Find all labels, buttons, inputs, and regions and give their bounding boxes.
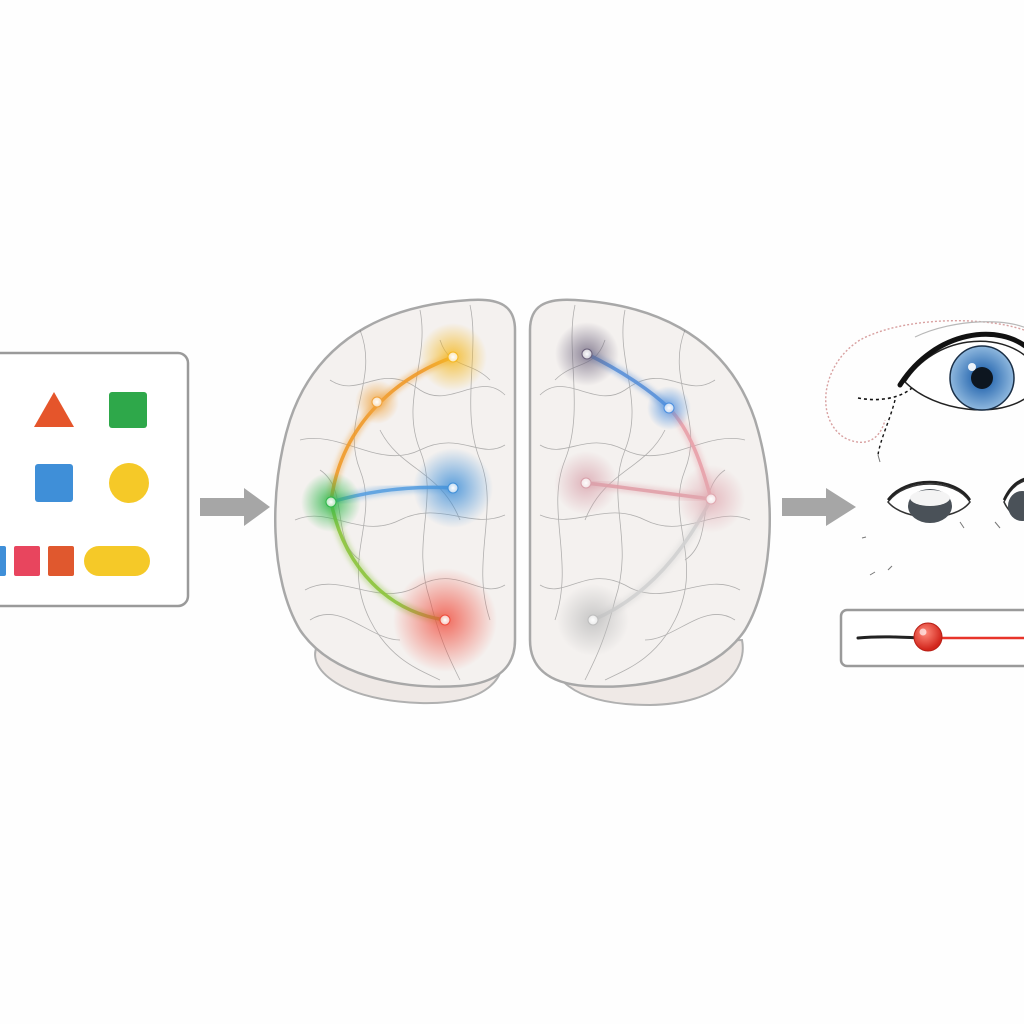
node-lightblue — [663, 402, 675, 414]
square-icon — [0, 546, 6, 576]
square-icon — [48, 546, 74, 576]
node-gray — [587, 614, 599, 626]
circle-icon — [109, 463, 149, 503]
square-icon — [35, 464, 73, 502]
node-blue — [447, 482, 459, 494]
eye-small-lash — [886, 480, 972, 501]
output-cluster — [825, 320, 1024, 668]
input-panel — [0, 351, 190, 608]
right-hemisphere — [528, 298, 771, 707]
node-yellow — [447, 351, 459, 363]
eye-pupil — [971, 367, 993, 389]
eye-large — [897, 321, 1024, 411]
face-contour — [877, 399, 896, 456]
slider-knob-highlight — [919, 628, 927, 636]
head-outline — [825, 320, 1024, 443]
pill-icon — [84, 546, 150, 576]
arrow-brain-to-output — [782, 488, 856, 526]
node-purple — [581, 348, 593, 360]
node-pink — [580, 477, 592, 489]
node-orange — [371, 396, 383, 408]
slider-track-left — [856, 635, 922, 640]
left-hemisphere — [274, 298, 517, 705]
eye-highlight — [968, 363, 976, 371]
slider-panel — [839, 608, 1024, 668]
arrow-right-icon — [782, 488, 856, 526]
left-nodes — [301, 323, 497, 672]
eyelid-crease — [914, 321, 1024, 338]
node-rose — [705, 493, 717, 505]
upper-eyelid — [897, 331, 1024, 388]
node-green — [325, 496, 337, 508]
square-icon — [109, 392, 147, 428]
triangle-icon — [34, 392, 74, 427]
arrow-right-icon — [200, 488, 270, 526]
arrow-input-to-brain — [200, 488, 270, 526]
eye-small-lid — [910, 490, 950, 506]
node-red — [439, 614, 451, 626]
slider-knob[interactable] — [913, 622, 943, 652]
sketch-marks — [861, 454, 1001, 576]
square-icon — [14, 546, 40, 576]
eye-small-left — [886, 480, 972, 523]
right-nodes — [554, 322, 745, 656]
eye-small-right — [1002, 477, 1024, 521]
eye-small-lash — [1002, 477, 1024, 501]
eye-small-iris — [1008, 491, 1024, 521]
cheek-mark — [857, 387, 913, 401]
